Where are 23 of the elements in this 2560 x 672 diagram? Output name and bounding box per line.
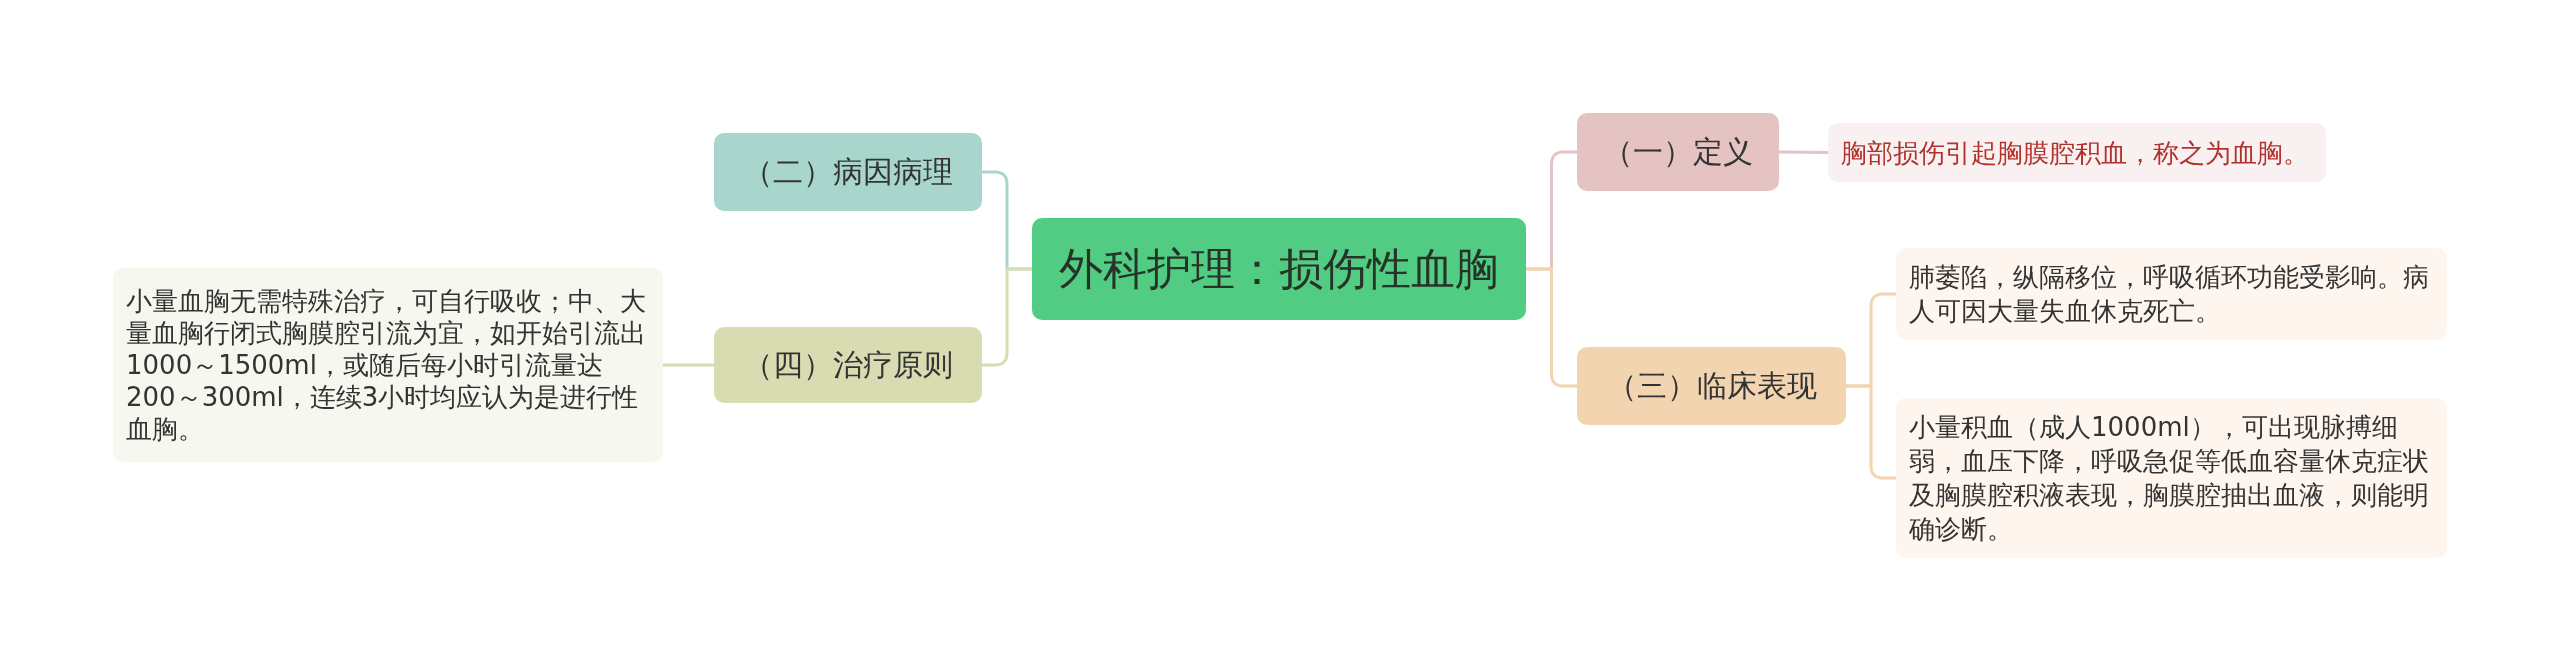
connector-line <box>980 267 1034 367</box>
branch-label: （三）临床表现 <box>1605 367 1818 405</box>
branch-topic <box>714 133 982 211</box>
branch-label: （二）病因病理 <box>742 153 954 191</box>
branch-topic <box>714 327 982 403</box>
connector-line <box>1524 267 1579 388</box>
branch-label: （一）定义 <box>1602 133 1754 171</box>
note-text: 小量积血（成人1000ml），可出现脉搏细弱，血压下降，呼吸急促等低血容量休克症状及胸膜腔积液表现，胸膜腔抽出血液，则能明确诊断。 <box>1909 411 2430 546</box>
note-card <box>1896 248 2447 340</box>
note-card <box>113 268 663 462</box>
connector-line <box>1777 150 1830 154</box>
note-card <box>1896 398 2447 558</box>
note-text: 肺萎陷，纵隔移位，呼吸循环功能受影响。病人可因大量失血休克死亡。 <box>1909 261 2430 328</box>
note-text: 胸部损伤引起胸膜腔积血，称之为血胸。 <box>1841 136 2310 170</box>
branch-topic <box>1577 347 1846 425</box>
connector-line <box>661 363 716 367</box>
branch-label: （四）治疗原则 <box>742 346 954 384</box>
central-topic <box>1032 218 1526 320</box>
branch-topic <box>1577 113 1779 191</box>
note-text: 小量血胸无需特殊治疗，可自行吸收；中、大量血胸行闭式胸膜腔引流为宜，如开始引流出1000～1500ml，或随后每小时引流量达200～300ml，连续3小时均应认为是进行性血胸。 <box>126 285 647 445</box>
connector-line <box>1844 384 1898 480</box>
note-card <box>1828 123 2326 182</box>
topic-text: 外科护理：损伤性血胸 <box>1058 243 1500 295</box>
